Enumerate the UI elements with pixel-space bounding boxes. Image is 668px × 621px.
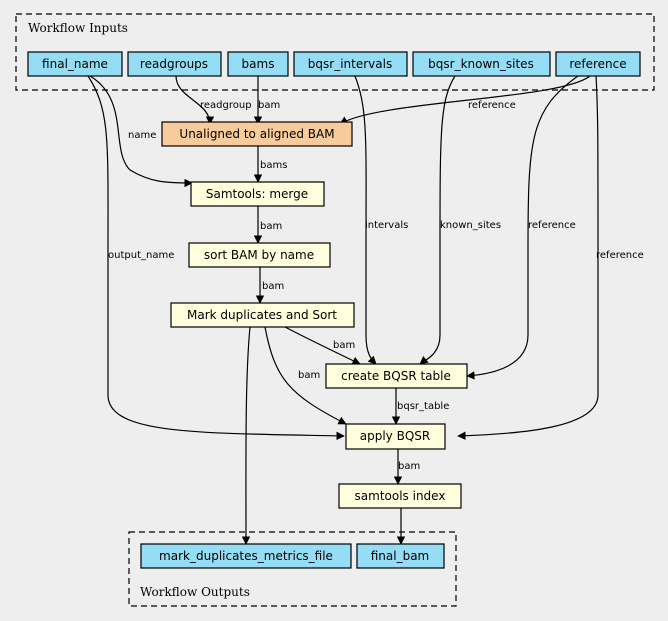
edge-finalname-merge [89, 75, 193, 188]
step-bqsr-table-label: create BQSR table [341, 369, 451, 383]
edge-label: bqsr_table [397, 401, 449, 412]
output-final-bam-label: final_bam [371, 549, 430, 563]
input-bqsr-known-sites[interactable] [412, 51, 551, 77]
output-metrics-file[interactable] [140, 543, 352, 569]
input-bams[interactable] [227, 51, 289, 77]
edge-reference-align [339, 75, 591, 125]
edge-label: bams [260, 160, 287, 171]
edge-readgroups-align [175, 75, 215, 125]
input-bqsr-intervals[interactable] [293, 51, 408, 77]
edge-markdup-apply [264, 326, 347, 425]
edge-label: reference [596, 250, 644, 261]
input-bams-label: bams [242, 57, 275, 71]
step-markdup[interactable] [170, 302, 355, 328]
input-final-name-label: final_name [42, 57, 108, 71]
output-final-bam[interactable] [356, 543, 445, 569]
edge-label: bam [260, 221, 282, 232]
step-align-label: Unaligned to aligned BAM [179, 127, 334, 141]
edge-reference-apply [457, 75, 599, 440]
edge-reference-table [466, 75, 579, 380]
workflow-outputs-cluster [128, 531, 457, 607]
step-align[interactable] [161, 121, 353, 147]
step-sort[interactable] [188, 242, 331, 268]
edge-label: bam [258, 100, 280, 111]
step-samtools-index-label: samtools index [355, 489, 446, 503]
input-nodes: final_name readgroups bams bqsr_interval… [27, 51, 641, 77]
edge-label: output_name [108, 250, 174, 261]
step-nodes: Unaligned to aligned BAM Samtools: merge… [161, 121, 468, 509]
edge-intervals-table [354, 75, 377, 365]
edge-label: reference [528, 220, 576, 231]
edge-label: known_sites [440, 220, 501, 231]
input-reference[interactable] [555, 51, 641, 77]
edge-label: readgroup [200, 100, 252, 111]
input-readgroups[interactable] [127, 51, 222, 77]
step-samtools-index[interactable] [338, 483, 462, 509]
step-apply-bqsr-label: apply BQSR [360, 429, 430, 443]
step-apply-bqsr[interactable] [345, 423, 446, 450]
edge-markdup-metrics [241, 326, 251, 545]
step-merge[interactable] [190, 181, 325, 207]
input-bqsr-known-sites-label: bqsr_known_sites [428, 57, 534, 71]
edge-label: reference [468, 100, 516, 111]
input-final-name[interactable] [27, 51, 123, 77]
output-metrics-file-label: mark_duplicates_metrics_file [159, 549, 333, 563]
workflow-outputs-label: Workflow Outputs [140, 585, 250, 599]
step-sort-label: sort BAM by name [204, 248, 314, 262]
edge-label: name [128, 130, 156, 141]
edge-label: bam [298, 370, 320, 381]
output-nodes: mark_duplicates_metrics_file final_bam [140, 543, 445, 569]
edge-label: bam [262, 281, 284, 292]
input-bqsr-intervals-label: bqsr_intervals [308, 57, 392, 71]
step-markdup-label: Mark duplicates and Sort [187, 308, 337, 322]
edge-label: intervals [365, 220, 408, 231]
edge-label: bam [333, 340, 355, 351]
input-readgroups-label: readgroups [140, 57, 208, 71]
workflow-inputs-label: Workflow Inputs [28, 21, 128, 35]
input-reference-label: reference [569, 57, 626, 71]
step-bqsr-table[interactable] [325, 363, 468, 389]
workflow-inputs-cluster [15, 13, 655, 91]
step-merge-label: Samtools: merge [206, 187, 308, 201]
edge-finalname-apply [87, 75, 345, 441]
edge-markdup-table [284, 326, 361, 365]
edge-knownsites-table [419, 75, 456, 365]
edge-label: bam [398, 461, 420, 472]
